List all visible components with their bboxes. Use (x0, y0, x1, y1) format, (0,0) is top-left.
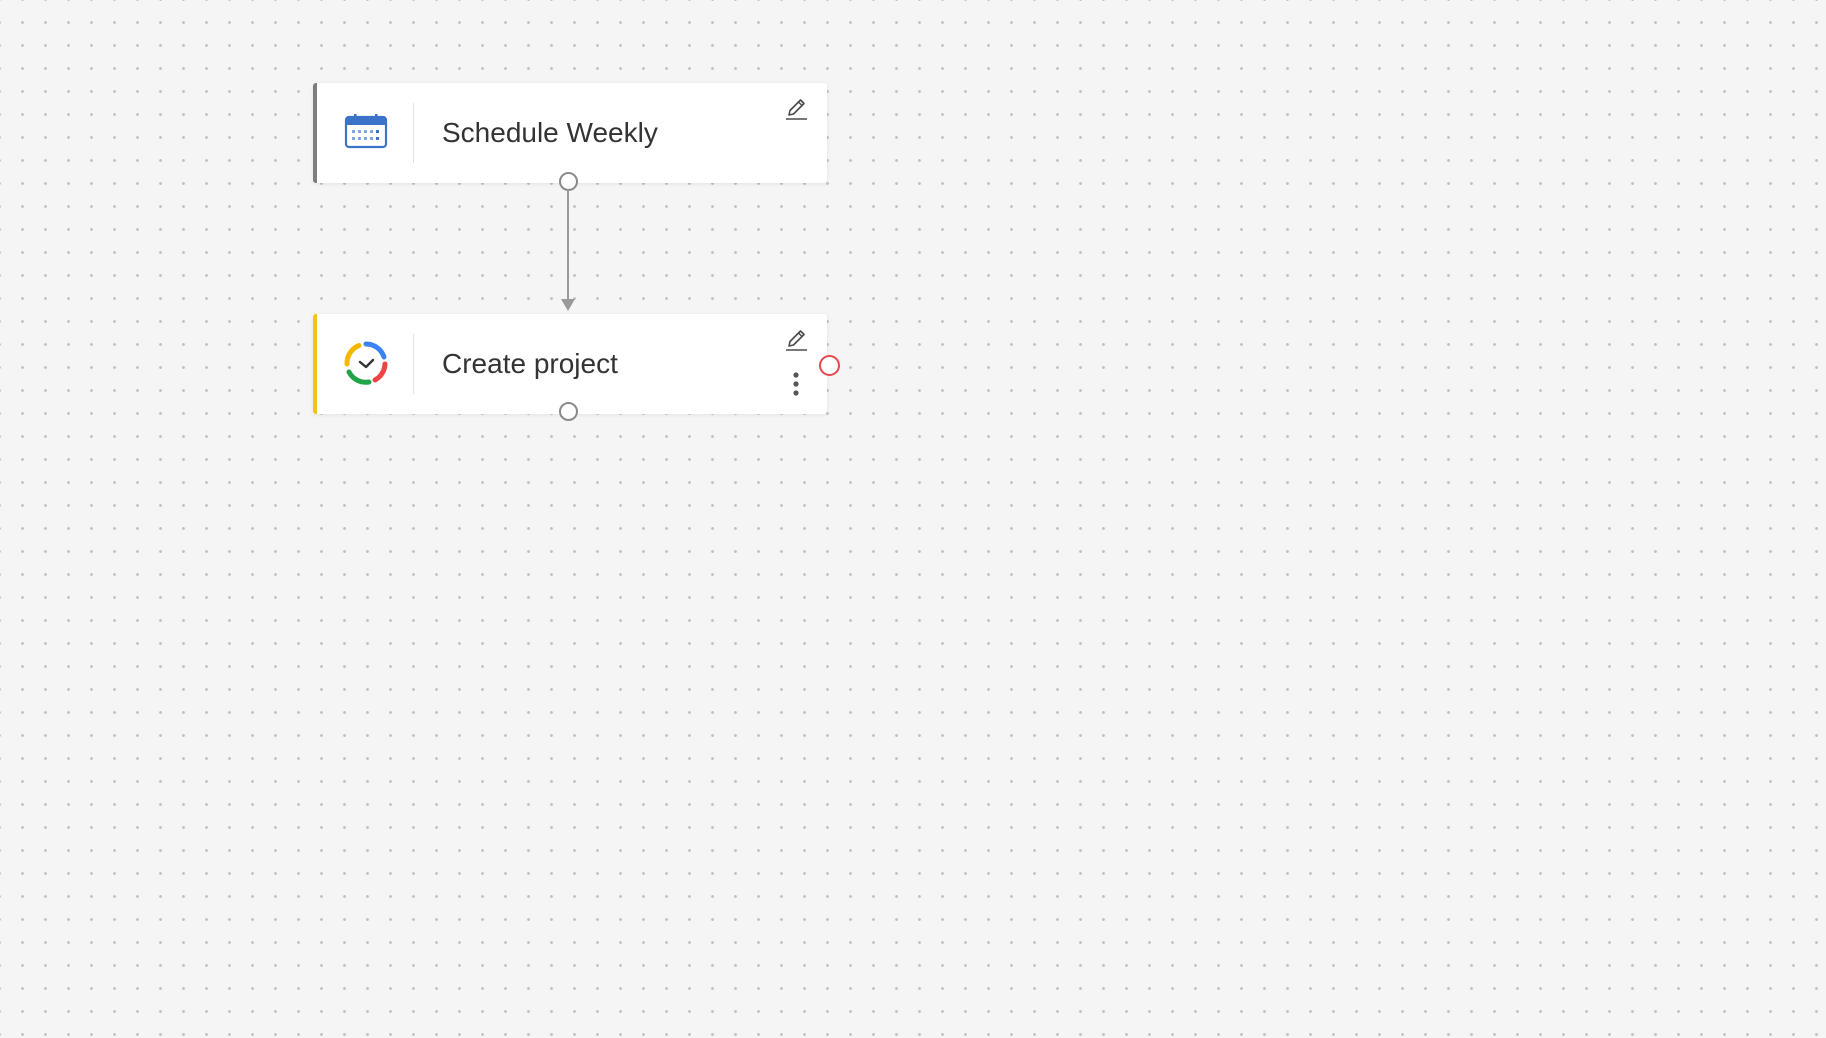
trigger-output-port[interactable] (559, 172, 578, 191)
node-divider (413, 103, 414, 163)
action-error-port[interactable] (819, 355, 840, 376)
project-clock-icon (343, 340, 389, 386)
more-options-icon[interactable] (785, 370, 807, 400)
calendar-icon (343, 109, 389, 155)
node-divider (413, 334, 414, 394)
node-create-project[interactable]: Create project (313, 314, 827, 414)
connector-arrow (561, 190, 575, 311)
action-output-port[interactable] (559, 402, 578, 421)
edit-icon[interactable] (781, 326, 811, 356)
node-title: Schedule Weekly (442, 117, 658, 148)
node-title: Create project (442, 348, 618, 379)
node-schedule-weekly[interactable]: Schedule Weekly (313, 83, 827, 183)
edit-icon[interactable] (781, 95, 811, 125)
